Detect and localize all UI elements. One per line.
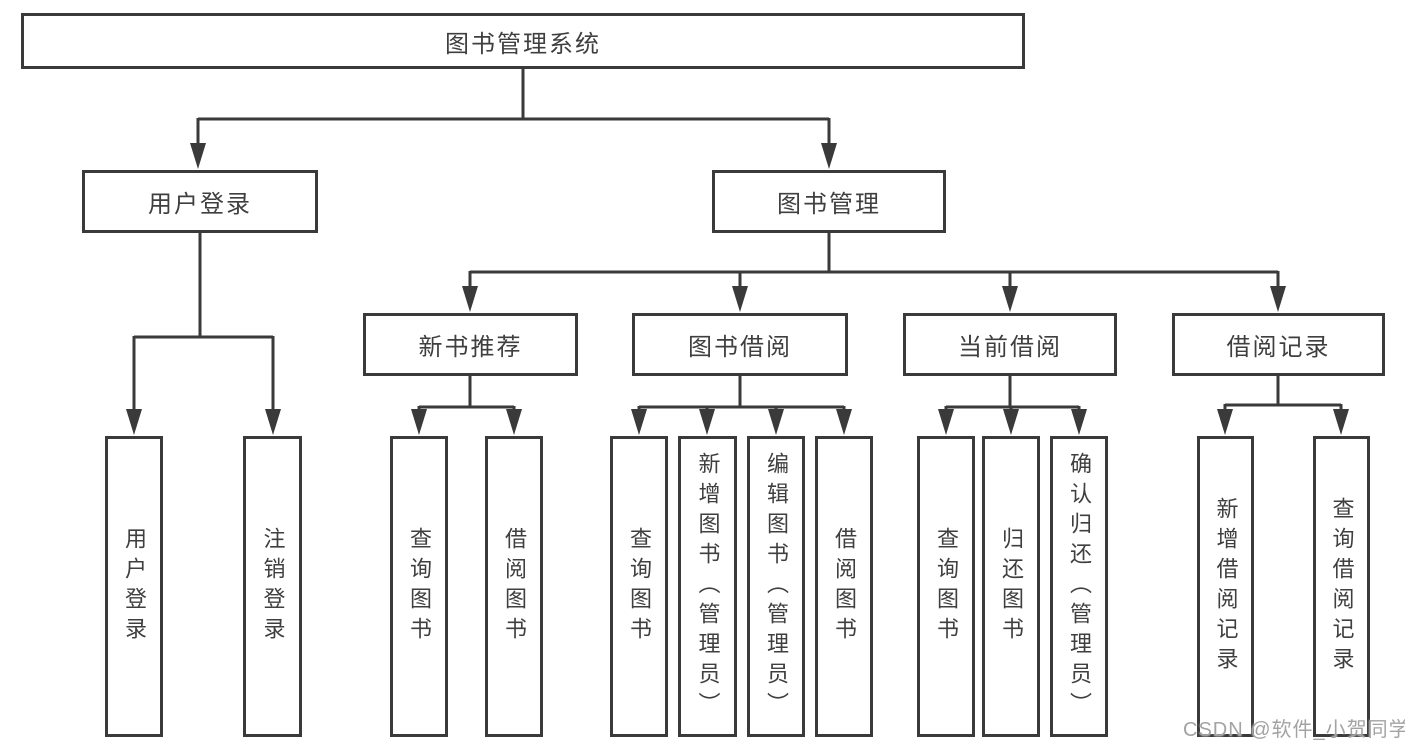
node-label: 图书管理 [777, 191, 881, 218]
connector-bookborrow-to-leaves [637, 376, 846, 412]
node-book-borrow: 图书借阅 [632, 313, 848, 376]
leaf-edit-books-admin: 编辑图书（管理员） [747, 436, 805, 737]
leaf-label: 用户登录 [122, 526, 147, 647]
leaf-label: 归还图书 [999, 526, 1024, 647]
node-book-management: 图书管理 [712, 170, 946, 233]
leaf-label: 注销登录 [260, 526, 286, 647]
leaf-query-books-current: 查询图书 [917, 436, 975, 737]
node-current-borrow: 当前借阅 [903, 313, 1117, 376]
node-label: 新书推荐 [418, 334, 523, 361]
leaf-borrow-books: 借阅图书 [815, 436, 873, 737]
leaf-label: 确认归还（管理员） [1067, 451, 1092, 722]
leaf-label: 新增借阅记录 [1213, 496, 1239, 677]
node-borrow-records: 借阅记录 [1172, 313, 1385, 376]
leaf-label: 查询图书 [627, 526, 652, 647]
connector-borrowrecords-to-leaves [1223, 376, 1343, 412]
node-user-login: 用户登录 [82, 170, 318, 233]
leaf-query-borrow-record: 查询借阅记录 [1313, 436, 1370, 737]
leaf-label: 借阅图书 [502, 526, 527, 647]
leaf-query-books-borrow: 查询图书 [610, 436, 668, 737]
node-label: 图书借阅 [688, 334, 792, 361]
connector-userlogin-to-leaves [132, 233, 275, 412]
leaf-borrow-books-newbook: 借阅图书 [485, 436, 543, 737]
node-label: 借阅记录 [1226, 334, 1331, 361]
connector-bookmgmt-to-level3 [468, 233, 1280, 289]
leaf-query-books-newbook: 查询图书 [390, 436, 448, 737]
leaf-add-borrow-record: 新增借阅记录 [1197, 436, 1254, 737]
leaf-user-login: 用户登录 [105, 436, 163, 737]
leaf-label: 借阅图书 [832, 526, 857, 647]
node-label: 当前借阅 [958, 334, 1062, 361]
leaf-label: 查询图书 [934, 526, 959, 647]
leaf-confirm-return-admin: 确认归还（管理员） [1050, 436, 1108, 737]
csdn-watermark: CSDN @软件_小贺同学 [1183, 719, 1405, 741]
connector-newbook-to-leaves [417, 376, 516, 412]
leaf-label: 查询图书 [407, 526, 432, 647]
leaf-add-books-admin: 新增图书（管理员） [678, 436, 737, 737]
leaf-label: 编辑图书（管理员） [764, 451, 789, 722]
leaf-logout-login: 注销登录 [243, 436, 302, 737]
node-label: 用户登录 [148, 191, 252, 218]
leaf-label: 新增图书（管理员） [695, 451, 721, 722]
leaf-label: 查询借阅记录 [1329, 496, 1355, 677]
node-label: 图书管理系统 [445, 30, 601, 58]
connector-root-to-level2 [196, 69, 831, 146]
connector-currentborrow-to-leaves [944, 376, 1081, 412]
node-root-system: 图书管理系统 [21, 13, 1025, 69]
leaf-return-books: 归还图书 [982, 436, 1040, 737]
node-new-book-recommend: 新书推荐 [363, 313, 578, 376]
